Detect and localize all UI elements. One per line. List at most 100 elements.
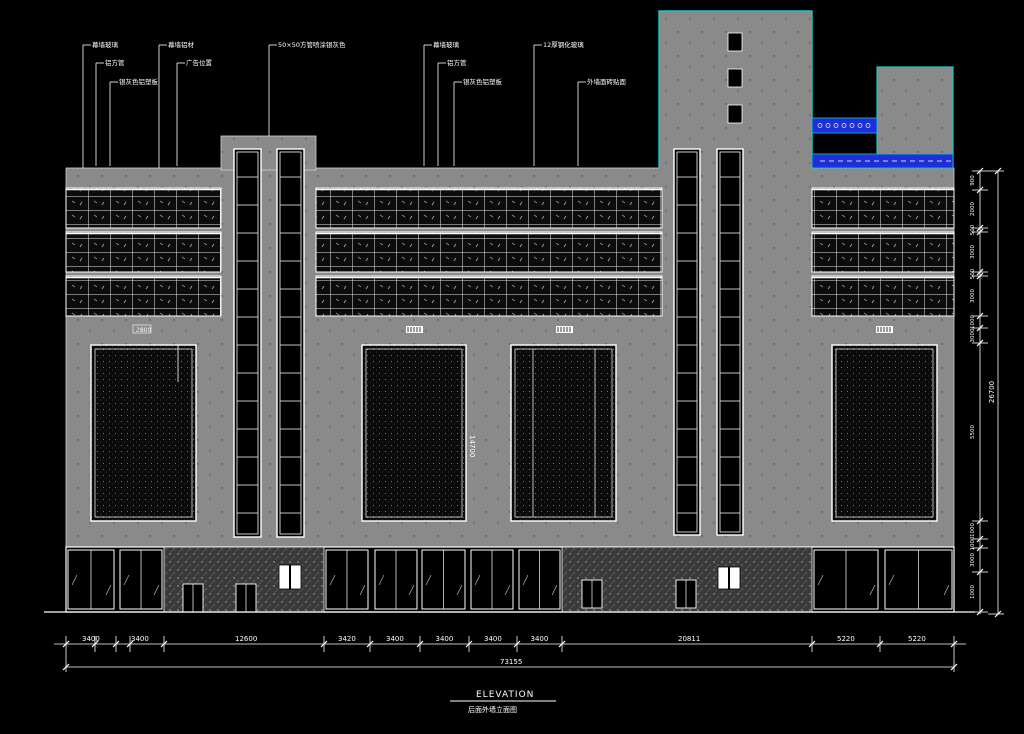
dim-tick (126, 640, 134, 648)
glass-panel-inner (365, 348, 463, 518)
side-dim-tick (976, 544, 984, 552)
side-dimension-chain: 9002000500300050030001000300055001000100… (970, 167, 1004, 618)
rail-dot (825, 123, 831, 128)
rail-dot (849, 123, 855, 128)
curtain-wall-row (811, 187, 955, 229)
vent-grille (406, 326, 423, 333)
dim-value: 3400 (484, 635, 502, 643)
dim-value: 12600 (235, 635, 257, 643)
glass-hatch (504, 584, 511, 596)
dim-tick (320, 640, 328, 648)
span-note: 14700 (468, 435, 476, 457)
drawing-title-block: ELEVATION 后面外墙立面图 (450, 690, 556, 714)
curtain-wall-row (65, 187, 222, 229)
callout-label: 幕墙铝材 (168, 40, 195, 49)
side-dim-total-tick (994, 167, 1002, 175)
glass-hatch (105, 584, 112, 596)
glass-hatch (522, 574, 529, 586)
callout-label: 外墙面砖贴面 (587, 77, 627, 86)
dim-value: 3400 (436, 635, 454, 643)
curtain-wall-bands (65, 187, 955, 317)
vent-grille (876, 326, 893, 333)
side-dim-tick (976, 324, 984, 332)
drawing-title: ELEVATION (476, 690, 534, 700)
dim-value: 20811 (678, 635, 700, 643)
glass-hatch (425, 574, 432, 586)
glass-hatch (474, 574, 481, 586)
rail-dot (865, 123, 871, 128)
glass-panel-inner (94, 348, 193, 518)
glass-hatch (551, 584, 558, 596)
dim-tick (876, 640, 884, 648)
glass-hatch (329, 574, 336, 586)
dim-value: 3400 (386, 635, 404, 643)
side-dim-tick (976, 228, 984, 236)
glass-panel (361, 344, 467, 522)
glass-hatch (456, 584, 463, 596)
callout-label: 广告位置 (186, 58, 213, 67)
callout-label: 银灰色铝塑板 (119, 77, 159, 86)
side-dim-tick (976, 268, 984, 276)
side-dim-value: 3000 (970, 328, 976, 342)
glazing-strip-inner (719, 151, 741, 533)
rail-dot (841, 123, 847, 128)
side-dim-value: 1000 (970, 536, 976, 550)
glass-hatch (888, 574, 895, 586)
dim-tick (112, 640, 120, 648)
glass-panel-inner (835, 348, 934, 518)
dim-tick (366, 640, 374, 648)
dim-tick (513, 640, 521, 648)
callout-label: 铝方管 (105, 58, 125, 67)
curtain-wall-row (65, 231, 222, 273)
side-dim-tick (976, 272, 984, 280)
glass-hatch (378, 574, 385, 586)
curtain-wall-row (811, 231, 955, 273)
glazing-strip (716, 148, 744, 536)
glazing-strip (673, 148, 701, 536)
callout-label: 幕墙玻璃 (433, 40, 460, 49)
left-note: 2800 (136, 327, 151, 334)
callout-label: 幕墙玻璃 (92, 40, 119, 49)
side-dim-tick (976, 312, 984, 320)
side-dim-value: 3000 (970, 553, 976, 567)
callout-label: 50×50方管喷涂银灰色 (278, 40, 346, 49)
curtain-wall-row (315, 231, 663, 273)
dim-value: 5220 (908, 635, 926, 643)
dim-total-tick (62, 663, 70, 671)
dim-tick (160, 640, 168, 648)
side-dim-total-value: 26700 (988, 381, 996, 403)
glass-hatch (408, 584, 415, 596)
dim-value: 3400 (531, 635, 549, 643)
dim-tick (558, 640, 566, 648)
glazing-strip-inner (236, 151, 259, 535)
glass-panel (510, 344, 617, 522)
glass-hatch (153, 584, 160, 596)
rail-dot (833, 123, 839, 128)
dim-tick (950, 640, 958, 648)
side-dim-value: 1000 (970, 585, 976, 599)
rail-dot (857, 123, 863, 128)
dim-total-tick (950, 663, 958, 671)
side-dim-tick (976, 608, 984, 616)
side-dim-tick (976, 224, 984, 232)
side-dim-tick (976, 535, 984, 543)
curtain-wall-row (315, 275, 663, 317)
side-dim-value: 1000 (970, 315, 976, 329)
dim-value: 3400 (82, 635, 100, 643)
glass-panel (831, 344, 938, 522)
callout-label: 12厚钢化玻璃 (543, 40, 584, 49)
side-dim-tick (976, 568, 984, 576)
curtain-wall-row (315, 187, 663, 229)
glazing-strip (276, 148, 305, 538)
side-dim-value: 1000 (970, 523, 976, 537)
dim-tick (62, 640, 70, 648)
left-note-box (132, 324, 152, 334)
glass-hatch (817, 574, 824, 586)
curtain-wall-row (65, 275, 222, 317)
glazing-strip (233, 148, 262, 538)
rail-dot (817, 123, 823, 128)
side-dim-value: 500 (970, 224, 976, 235)
